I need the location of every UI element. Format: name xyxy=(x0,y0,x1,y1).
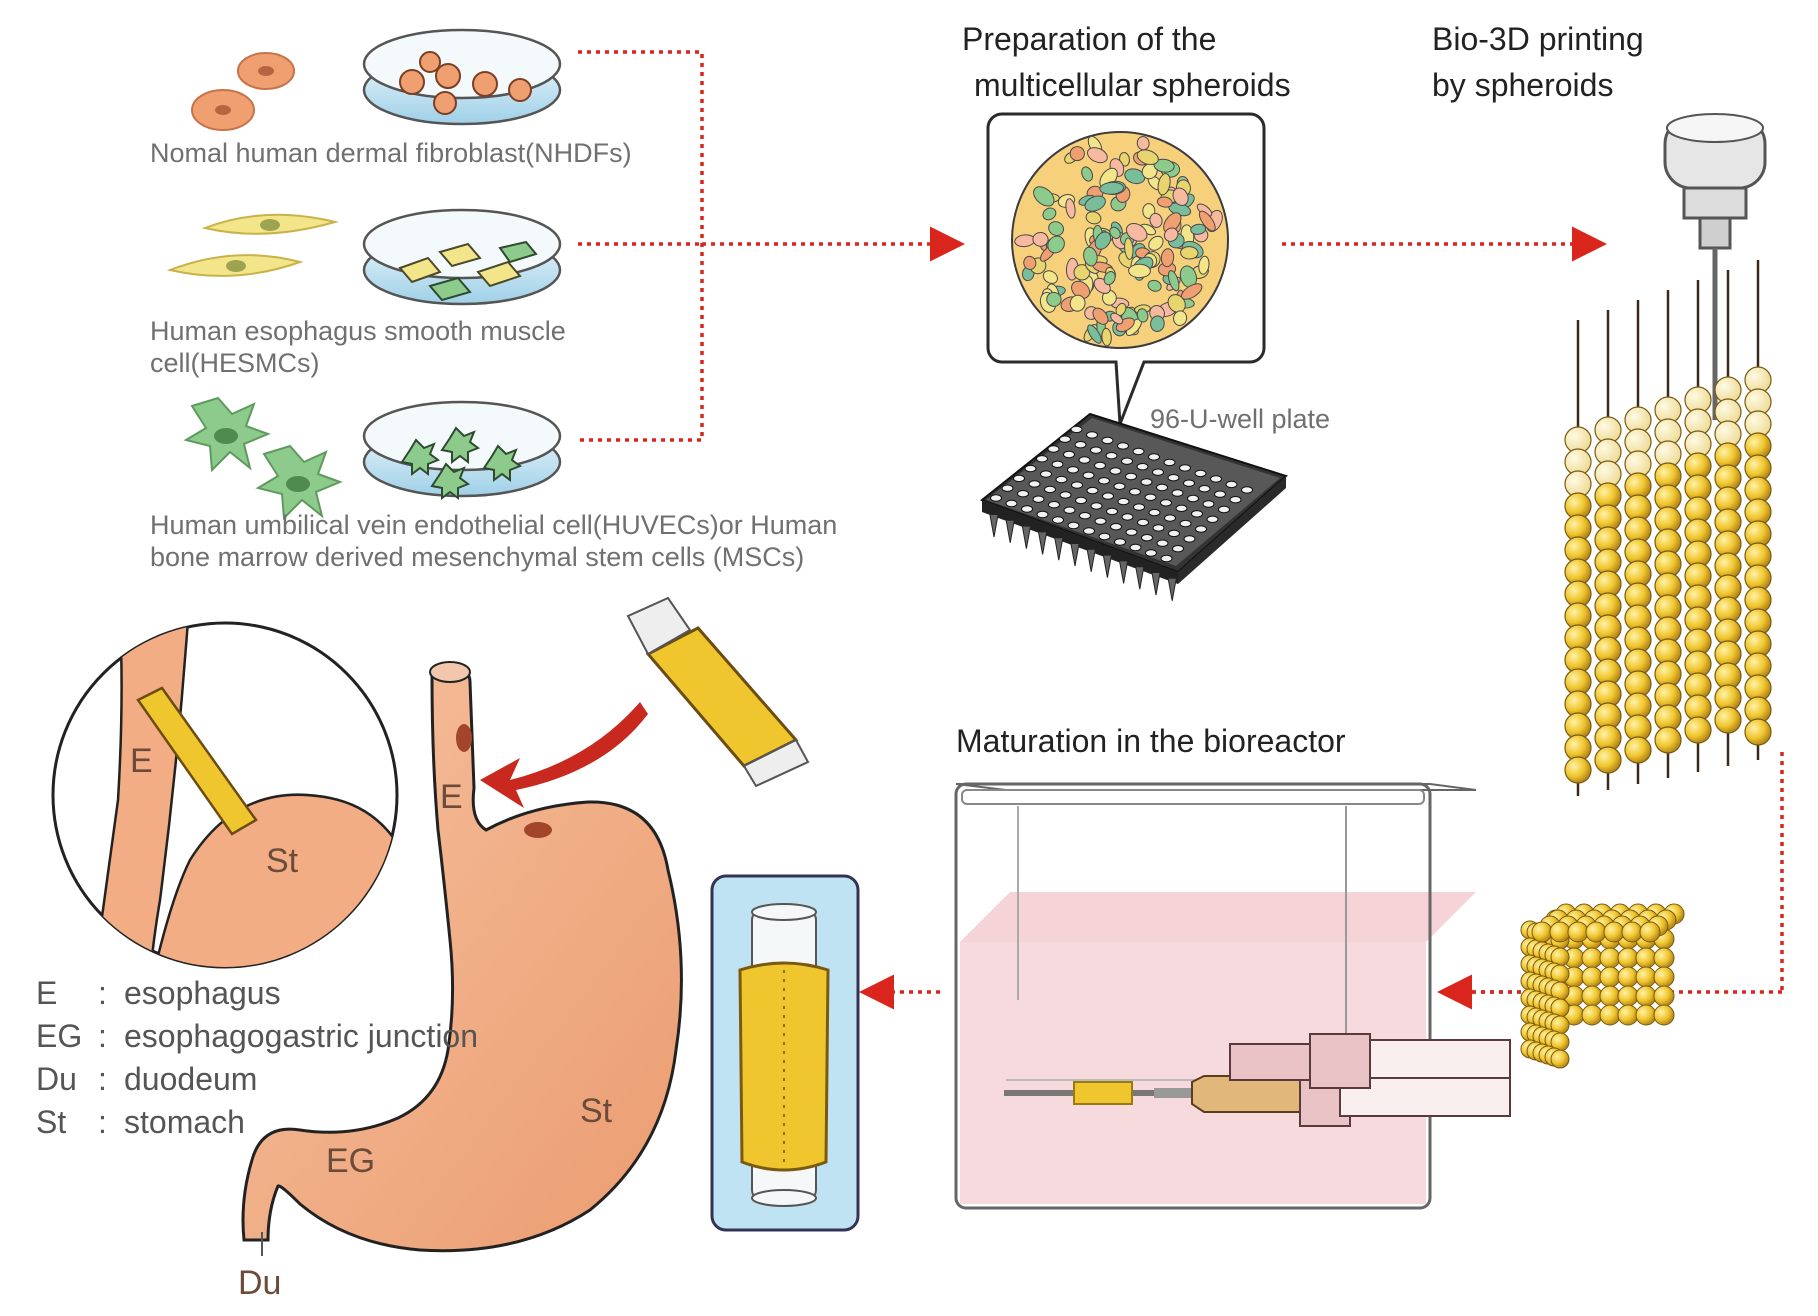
legend-abbr: Du xyxy=(36,1061,77,1097)
petri-dish-icon xyxy=(362,28,562,126)
inset-label-st: St xyxy=(266,842,299,880)
legend-sep: : xyxy=(98,1061,107,1097)
printed-cube-icon xyxy=(1520,903,1685,1069)
label-huvec-line2: bone marrow derived mesenchymal stem cel… xyxy=(150,542,804,572)
graft-tube-icon xyxy=(626,596,810,788)
label-hesmc-line1: Human esophagus smooth muscle xyxy=(150,316,566,346)
step-printing-line1: Bio-3D printing xyxy=(1432,21,1644,57)
inset-label-e: E xyxy=(130,742,153,780)
petri-dish-icon xyxy=(362,400,562,500)
legend-text: esophagus xyxy=(124,975,281,1011)
well-plate-icon xyxy=(979,412,1288,601)
legend-row: Du: duodeum xyxy=(36,1058,478,1101)
legend-abbr: EG xyxy=(36,1018,83,1054)
legend-row: EG: esophagogastric junction xyxy=(36,1015,478,1058)
endothelial-cell-icon xyxy=(183,396,343,521)
insertion-arrow xyxy=(480,702,648,808)
smooth-muscle-cell-icon xyxy=(166,213,339,277)
cell-row-huvec xyxy=(183,396,562,521)
legend-row: St: stomach xyxy=(36,1101,478,1144)
stomach-label-eg: EG xyxy=(326,1142,375,1180)
stomach-label-e: E xyxy=(440,778,463,816)
label-huvec-line1: Human umbilical vein endothelial cell(HU… xyxy=(150,510,837,540)
legend-text: stomach xyxy=(124,1104,245,1140)
multicellular-spheroid-icon xyxy=(1011,131,1229,349)
plate-label: 96-U-well plate xyxy=(1150,404,1330,434)
petri-dish-icon xyxy=(362,208,562,306)
step-printing-line2: by spheroids xyxy=(1432,67,1613,103)
legend-sep: : xyxy=(98,1104,107,1140)
stomach-label-du: Du xyxy=(238,1264,281,1302)
bio-3d-printer-icon xyxy=(1564,113,1772,796)
legend-abbr: St xyxy=(36,1104,67,1140)
legend-row: E: esophagus xyxy=(36,972,478,1015)
label-nhdf: Nomal human dermal fibroblast(NHDFs) xyxy=(150,138,632,168)
stomach-label-st: St xyxy=(580,1092,613,1130)
cell-row-hesmc xyxy=(166,208,562,306)
cell-row-nhdf xyxy=(191,28,562,131)
step-spheroids-line1: Preparation of the xyxy=(962,21,1216,57)
merge-connector xyxy=(578,50,704,442)
anastomosis-inset xyxy=(51,621,399,969)
legend-text: esophagogastric junction xyxy=(124,1018,479,1054)
matured-tube-holder-icon xyxy=(710,874,860,1232)
legend-sep: : xyxy=(98,1018,107,1054)
bioreactor-icon xyxy=(954,782,1511,1210)
abbreviation-legend: E:esophagus EG:esophagogastric junction … xyxy=(36,972,478,1144)
legend-sep: : xyxy=(98,975,107,1011)
spheroid-callout xyxy=(986,112,1266,425)
step-maturation: Maturation in the bioreactor xyxy=(956,723,1346,759)
stomach-illustration xyxy=(241,661,683,1256)
legend-text: duodeum xyxy=(124,1061,258,1097)
step-spheroids-line2: multicellular spheroids xyxy=(974,67,1291,103)
legend-abbr: E xyxy=(36,975,58,1011)
label-hesmc-line2: cell(HESMCs) xyxy=(150,348,320,378)
